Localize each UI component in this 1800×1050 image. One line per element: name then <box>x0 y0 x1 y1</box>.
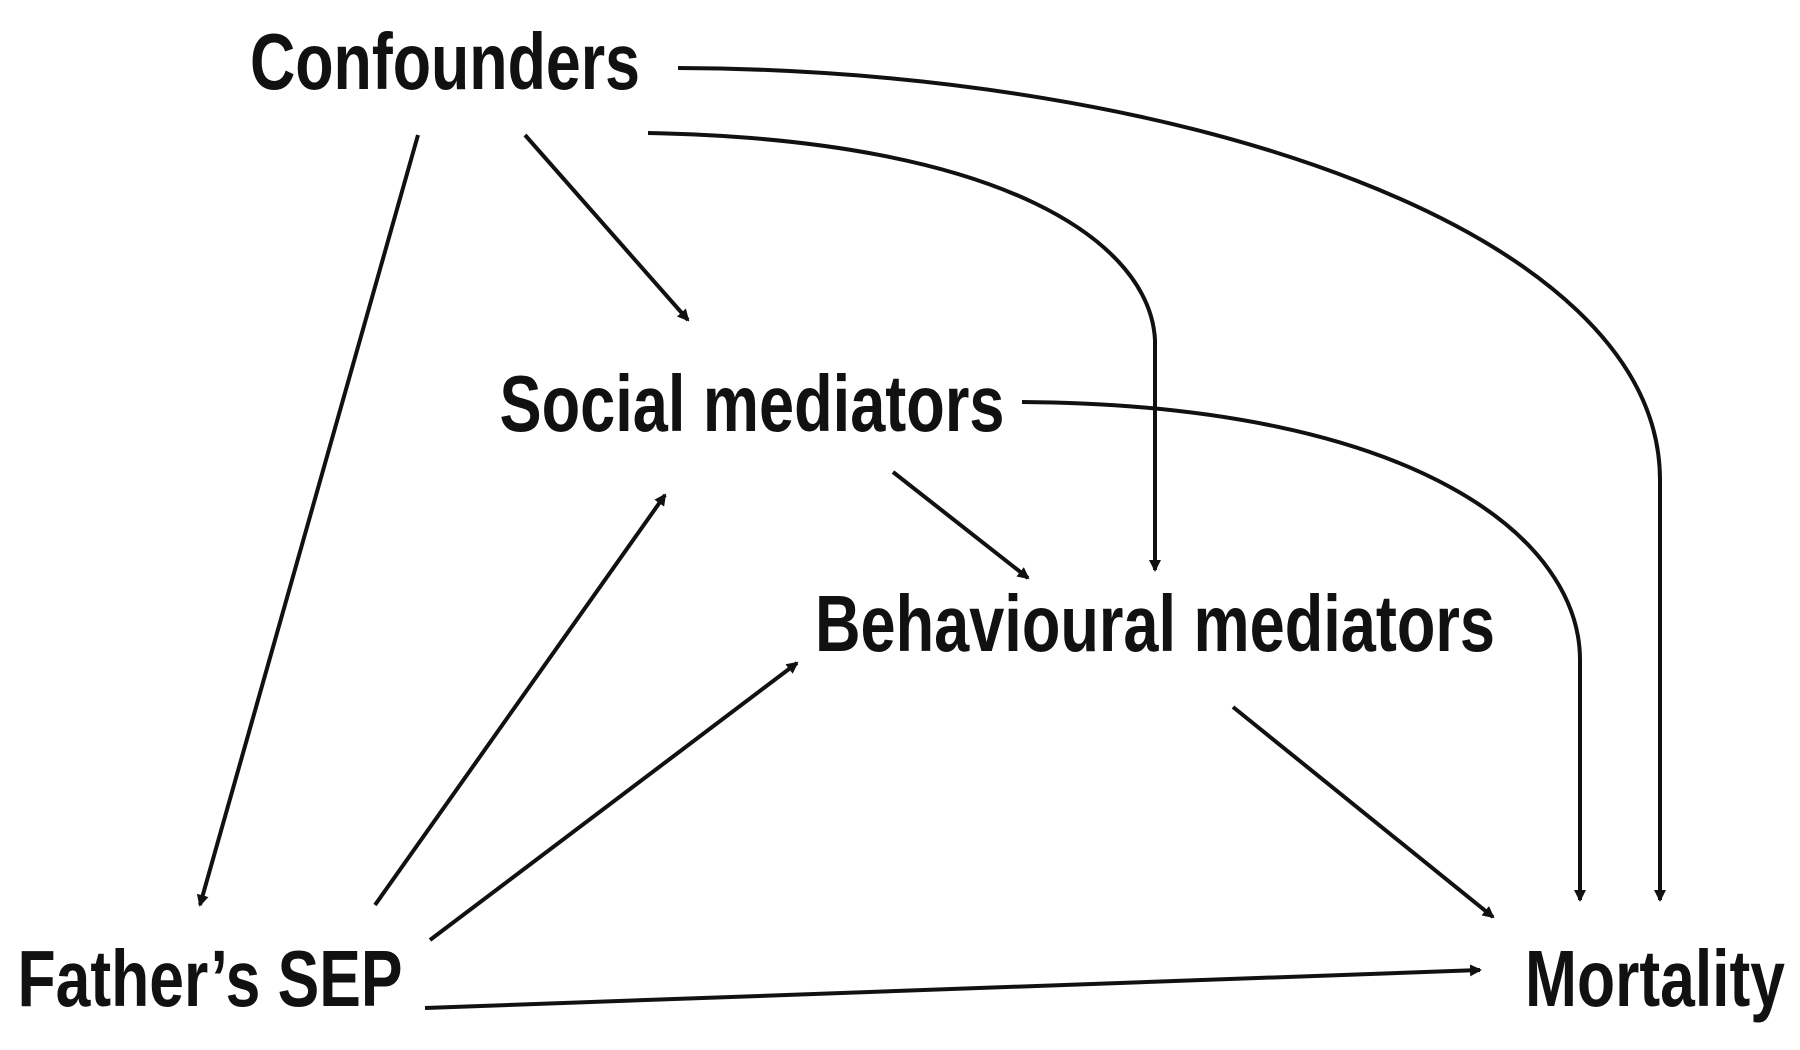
node-confounders: Confounders <box>250 17 640 106</box>
edge-confounders-to-mortality <box>677 66 1666 902</box>
edge-social-mediators-to-mortality <box>1021 400 1586 902</box>
node-behavioural-mediators: Behavioural mediators <box>815 579 1495 668</box>
edge-confounders-to-social-mediators <box>523 133 690 322</box>
node-social-mediators: Social mediators <box>500 359 1005 448</box>
nodes: Confounders Social mediators Behavioural… <box>18 17 1786 1023</box>
edge-behavioural-mediators-to-mortality <box>1231 705 1495 919</box>
edge-fathers-sep-to-social-mediators <box>373 493 667 907</box>
edge-fathers-sep-to-behavioural-mediators <box>428 661 799 942</box>
edge-fathers-sep-to-mortality <box>424 964 1482 1010</box>
edge-confounders-to-fathers-sep <box>196 134 420 907</box>
edges <box>196 66 1666 1010</box>
node-mortality: Mortality <box>1525 934 1785 1023</box>
edge-social-mediators-to-behavioural-mediators <box>891 470 1030 580</box>
node-fathers-sep: Father’s SEP <box>18 934 403 1023</box>
edge-confounders-to-behavioural-mediators <box>647 131 1161 572</box>
